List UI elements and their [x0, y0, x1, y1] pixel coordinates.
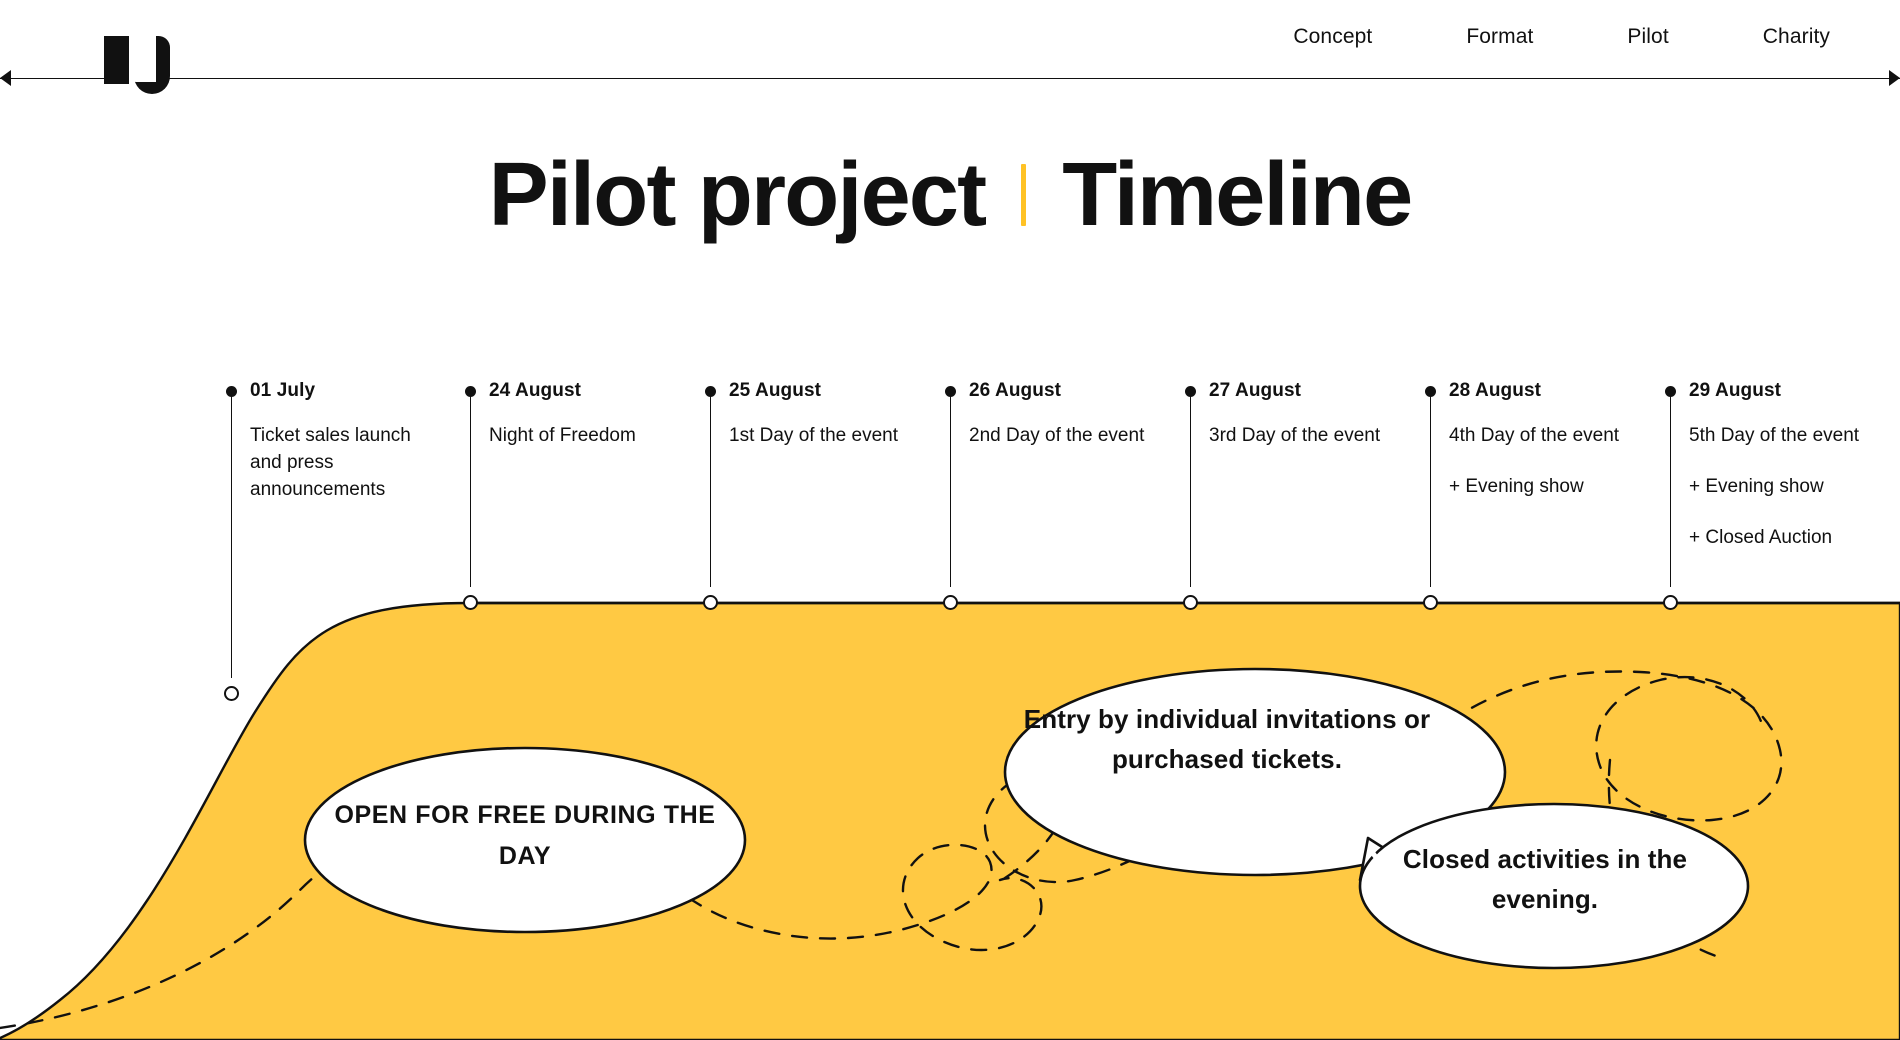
timeline-content: 27 August 3rd Day of the event	[1209, 380, 1405, 450]
timeline-date: 27 August	[1209, 380, 1302, 401]
timeline-content: 24 August Night of Freedom	[489, 380, 685, 450]
timeline-stem	[1430, 392, 1431, 587]
timeline-ring-25-august	[702, 595, 718, 610]
timeline-ring-01-july	[223, 686, 239, 701]
timeline-ring-26-august	[942, 595, 958, 610]
timeline-stem	[231, 392, 232, 678]
timeline-ring-27-august	[1182, 595, 1198, 610]
timeline-dot	[464, 386, 476, 397]
timeline-date: 29 August	[1689, 380, 1782, 401]
timeline-description: 2nd Day of the event	[969, 424, 1145, 446]
timeline-description: 4th Day of the event	[1449, 424, 1620, 446]
timeline-stem	[470, 392, 471, 587]
timeline-dot	[225, 386, 237, 397]
timeline-date: 28 August	[1449, 380, 1542, 401]
timeline-description: Night of Freedom	[489, 424, 636, 446]
page-title-left: Pilot project	[488, 145, 987, 245]
timeline-dot	[704, 386, 716, 397]
header-divider-line	[0, 78, 1900, 79]
timeline-content: 01 July Ticket sales launch and press an…	[250, 380, 446, 504]
u-logo[interactable]	[104, 36, 170, 94]
logo-notch	[134, 36, 156, 82]
timeline-content: 26 August 2nd Day of the event	[969, 380, 1165, 450]
page-title: Pilot project Timeline	[0, 148, 1900, 243]
timeline-ring-29-august	[1662, 595, 1678, 610]
nav-item-format[interactable]: Format	[1466, 25, 1534, 48]
callout-text-entry-by-invitation: Entry by individual invitations or purch…	[1023, 704, 1431, 774]
timeline-description: 3rd Day of the event	[1209, 424, 1381, 446]
callout-text-open-for-free: OPEN FOR FREE DURING THE DAY	[334, 801, 716, 870]
main-nav: Concept Format Pilot Charity	[1293, 26, 1830, 47]
logo-bar	[104, 36, 129, 84]
nav-item-pilot[interactable]: Pilot	[1627, 25, 1669, 48]
timeline-extra: + Closed Auction	[1689, 526, 1833, 548]
timeline-dot	[944, 386, 956, 397]
timeline-stem	[1670, 392, 1671, 587]
title-divider-bar	[1021, 164, 1027, 227]
nav-item-charity[interactable]: Charity	[1762, 25, 1830, 48]
arrow-left-icon	[0, 70, 11, 86]
timeline-date: 01 July	[250, 380, 316, 401]
timeline-extra: + Evening show	[1449, 475, 1584, 497]
nav-item-concept[interactable]: Concept	[1293, 25, 1373, 48]
timeline-stem	[950, 392, 951, 587]
timeline-content: 25 August 1st Day of the event	[729, 380, 925, 450]
timeline-content: 28 August 4th Day of the event + Evening…	[1449, 380, 1645, 501]
timeline-dot	[1184, 386, 1196, 397]
timeline-extra: + Evening show	[1689, 475, 1824, 497]
timeline-date: 25 August	[729, 380, 822, 401]
timeline-stem	[1190, 392, 1191, 587]
arrow-right-icon	[1889, 70, 1900, 86]
timeline-content: 29 August 5th Day of the event + Evening…	[1689, 380, 1885, 552]
page-title-right: Timeline	[1062, 145, 1413, 245]
timeline-ring-28-august	[1422, 595, 1438, 610]
callout-text-closed-activities: Closed activities in the evening.	[1402, 844, 1688, 914]
timeline-description: Ticket sales launch and press announceme…	[250, 424, 411, 500]
timeline-dot	[1424, 386, 1436, 397]
timeline-dot	[1664, 386, 1676, 397]
timeline-ring-24-august	[462, 595, 478, 610]
site-header: Concept Format Pilot Charity	[0, 0, 1900, 94]
timeline-date: 26 August	[969, 380, 1062, 401]
timeline-description: 5th Day of the event	[1689, 424, 1860, 446]
logo-gap	[129, 36, 134, 84]
timeline-stem	[710, 392, 711, 587]
timeline-description: 1st Day of the event	[729, 424, 898, 446]
timeline-date: 24 August	[489, 380, 582, 401]
